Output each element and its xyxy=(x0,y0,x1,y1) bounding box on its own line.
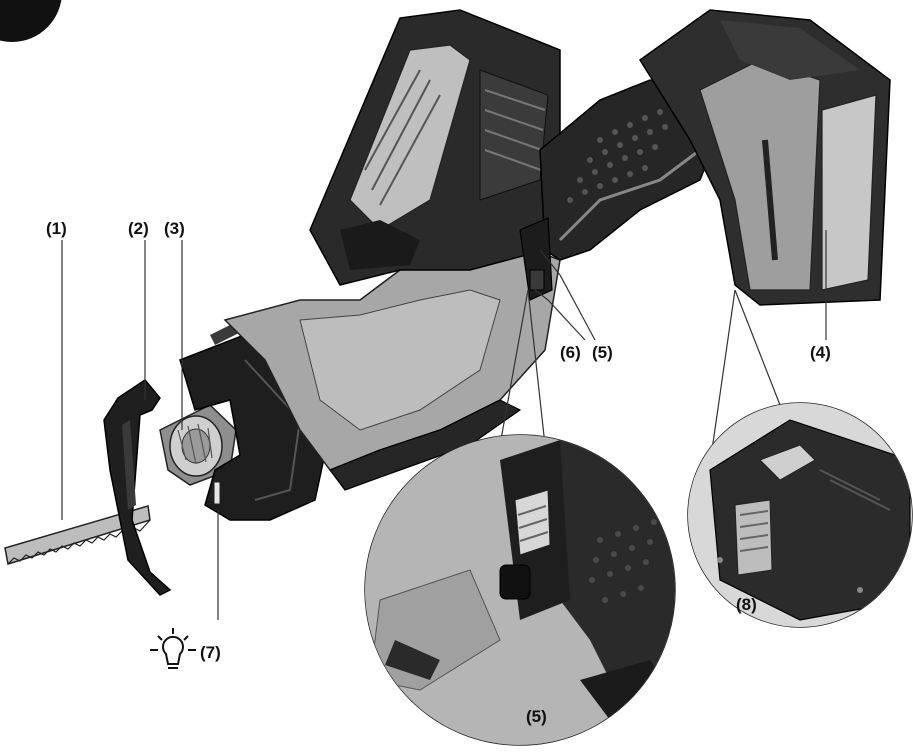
callout-2: (2) xyxy=(128,219,149,238)
callout-8: (8) xyxy=(736,595,757,614)
callout-5-detail: (5) xyxy=(526,707,547,726)
trigger-switch xyxy=(519,217,553,301)
saw-shoe xyxy=(103,379,172,596)
motor-housing xyxy=(223,239,561,491)
handle xyxy=(539,79,721,261)
detail-circle-switch xyxy=(364,434,676,746)
callout-1: (1) xyxy=(46,219,67,238)
corner-badge-icon xyxy=(0,0,62,42)
vent-block xyxy=(309,9,561,286)
callout-7: (7) xyxy=(200,643,221,662)
callout-5-top: (5) xyxy=(592,343,613,362)
detail-circle-battery xyxy=(687,402,913,628)
leader-lines xyxy=(61,230,827,701)
battery-pack xyxy=(638,9,891,306)
callout-4: (4) xyxy=(810,343,831,362)
callout-6: (6) xyxy=(560,343,581,362)
callout-3: (3) xyxy=(164,219,185,238)
work-light xyxy=(213,481,221,505)
light-bulb-icon xyxy=(150,628,196,669)
